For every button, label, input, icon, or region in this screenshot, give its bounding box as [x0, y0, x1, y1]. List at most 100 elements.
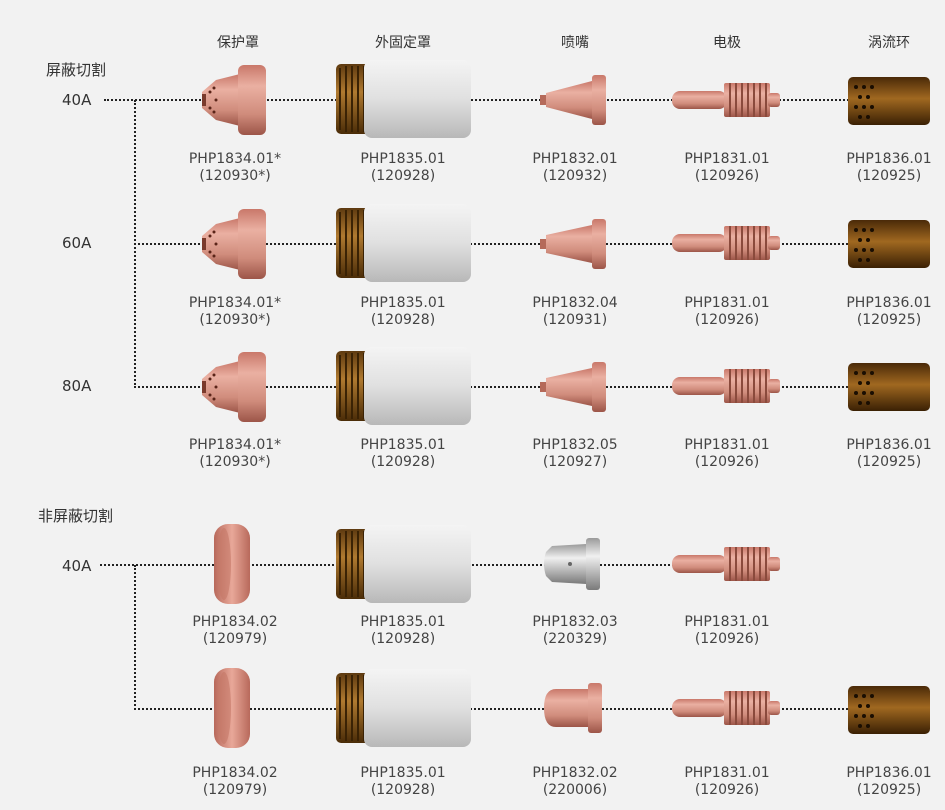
part-number: PHP1832.05: [532, 437, 618, 453]
amp-label-unshielded-40a: 40A: [62, 557, 92, 575]
part-number: PHP1836.01: [846, 765, 932, 781]
shield-cap-image: [196, 206, 271, 282]
part-number: PHP1835.01: [360, 151, 446, 167]
amp-label-shielded-40a: 40A: [62, 91, 92, 109]
part-code: (120928): [370, 168, 436, 184]
part-number: PHP1832.03: [532, 614, 618, 630]
part-code: (120932): [542, 168, 608, 184]
connector-row-unshielded-2: [134, 708, 856, 710]
part-label: PHP1834.01*(120930*): [165, 437, 305, 471]
part-code: (120930*): [199, 454, 271, 470]
column-header-electrode: 电极: [713, 35, 741, 51]
nozzle-image: [540, 219, 608, 269]
part-number: PHP1834.02: [192, 765, 278, 781]
part-number: PHP1832.04: [532, 295, 618, 311]
part-code: (120926): [694, 454, 760, 470]
column-header-nozzle: 喷嘴: [561, 35, 589, 51]
part-label: PHP1835.01(120928): [333, 437, 473, 471]
connector-row-shielded-40a: [104, 99, 856, 101]
part-number: PHP1832.02: [532, 765, 618, 781]
part-code: (120928): [370, 454, 436, 470]
part-label: PHP1836.01(120925): [819, 437, 945, 471]
part-label: PHP1836.01(120925): [819, 765, 945, 799]
part-label: PHP1831.01(120926): [657, 437, 797, 471]
part-label: PHP1834.01*(120930*): [165, 151, 305, 185]
connector-vertical-unshielded: [134, 565, 136, 710]
part-label: PHP1832.05(120927): [505, 437, 645, 471]
part-number: PHP1835.01: [360, 295, 446, 311]
part-code: (120926): [694, 631, 760, 647]
part-code: (120979): [202, 782, 268, 798]
part-label: PHP1832.04(120931): [505, 295, 645, 329]
part-number: PHP1836.01: [846, 295, 932, 311]
part-code: (120930*): [199, 168, 271, 184]
part-number: PHP1835.01: [360, 437, 446, 453]
part-label: PHP1832.01(120932): [505, 151, 645, 185]
part-code: (120926): [694, 312, 760, 328]
part-number: PHP1832.01: [532, 151, 618, 167]
shield-cap-image: [196, 349, 271, 425]
retaining-cap-image: [336, 204, 471, 282]
column-header-swirl-ring: 涡流环: [868, 35, 910, 51]
part-label: PHP1835.01(120928): [333, 614, 473, 648]
part-number: PHP1831.01: [684, 437, 770, 453]
part-label: PHP1835.01(120928): [333, 151, 473, 185]
part-number: PHP1834.01*: [188, 151, 282, 167]
swirl-ring-image: [848, 361, 930, 413]
part-number: PHP1831.01: [684, 295, 770, 311]
retaining-cap-image: [336, 60, 471, 138]
electrode-image: [672, 687, 782, 729]
section-title-shielded: 屏蔽切割: [46, 61, 107, 79]
swirl-ring-image: [848, 218, 930, 270]
part-code: (120925): [856, 312, 922, 328]
part-code: (120925): [856, 782, 922, 798]
part-number: PHP1834.02: [192, 614, 278, 630]
part-code: (120926): [694, 168, 760, 184]
connector-row-shielded-80a: [134, 386, 856, 388]
electrode-image: [672, 79, 782, 121]
part-number: PHP1835.01: [360, 765, 446, 781]
part-number: PHP1834.01*: [188, 437, 282, 453]
part-number: PHP1831.01: [684, 765, 770, 781]
part-label: PHP1831.01(120926): [657, 151, 797, 185]
shield-deflector-image: [214, 668, 250, 748]
part-code: (120926): [694, 782, 760, 798]
part-number: PHP1836.01: [846, 151, 932, 167]
retaining-cap-image: [336, 525, 471, 603]
part-code: (120931): [542, 312, 608, 328]
column-header-retaining-cap: 外固定罩: [375, 35, 431, 51]
part-code: (120925): [856, 454, 922, 470]
electrode-image: [672, 365, 782, 407]
nozzle-image: [540, 75, 608, 125]
part-number: PHP1835.01: [360, 614, 446, 630]
amp-label-shielded-60a: 60A: [62, 234, 92, 252]
part-label: PHP1836.01(120925): [819, 151, 945, 185]
amp-label-shielded-80a: 80A: [62, 377, 92, 395]
shield-cap-image: [196, 62, 271, 138]
retaining-cap-image: [336, 347, 471, 425]
nozzle-silver-image: [542, 538, 604, 590]
part-label: PHP1832.03(220329): [505, 614, 645, 648]
shield-deflector-image: [214, 524, 250, 604]
part-label: PHP1831.01(120926): [657, 614, 797, 648]
part-code: (120928): [370, 631, 436, 647]
part-code: (120925): [856, 168, 922, 184]
nozzle-image: [540, 362, 608, 412]
electrode-image: [672, 543, 782, 585]
part-code: (120927): [542, 454, 608, 470]
part-label: PHP1834.02(120979): [165, 765, 305, 799]
part-label: PHP1834.01*(120930*): [165, 295, 305, 329]
part-label: PHP1832.02(220006): [505, 765, 645, 799]
part-code: (120928): [370, 782, 436, 798]
part-number: PHP1831.01: [684, 614, 770, 630]
part-number: PHP1836.01: [846, 437, 932, 453]
part-code: (120928): [370, 312, 436, 328]
part-label: PHP1836.01(120925): [819, 295, 945, 329]
nozzle-image: [544, 683, 604, 733]
part-label: PHP1835.01(120928): [333, 295, 473, 329]
part-label: PHP1831.01(120926): [657, 295, 797, 329]
part-number: PHP1831.01: [684, 151, 770, 167]
part-code: (220006): [542, 782, 608, 798]
retaining-cap-image: [336, 669, 471, 747]
part-code: (120979): [202, 631, 268, 647]
